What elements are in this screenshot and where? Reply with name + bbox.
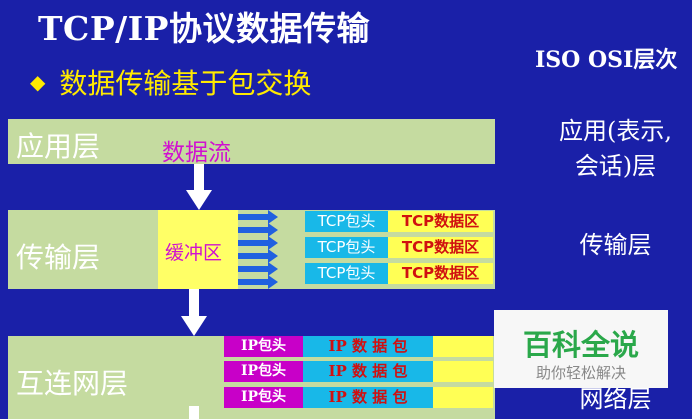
application-layer-band [8,119,495,164]
right-arrow-icon [238,210,278,224]
bullet-point: ◆ 数据传输基于包交换 [30,64,311,100]
tcp-packet-data: TCP数据区 [388,263,493,284]
buffer-label: 缓冲区 [165,242,223,264]
ip-packet-tail [433,387,493,408]
tcp-packet-head: TCP包头 [305,237,388,258]
osi-transport-label: 传输层 [579,231,652,259]
tcp-packet-data: TCP数据区 [388,237,493,258]
ip-packet-tail [433,361,493,382]
down-arrow-icon [181,289,207,336]
osi-network-label: 网络层 [579,385,652,413]
right-arrow-icon [238,249,278,263]
osi-application-label-line1: 应用(表示, [559,117,672,145]
network-layer-label: 互连网层 [16,367,129,400]
transport-layer-label: 传输层 [16,241,101,274]
watermark-logo-text: 百科全说 [522,328,639,362]
right-arrow-icon [238,223,278,237]
tcp-packet-head: TCP包头 [305,211,388,232]
right-arrow-icon [238,275,278,289]
down-arrow-icon [186,164,212,210]
tcp-packet-head: TCP包头 [305,263,388,284]
application-layer-label: 应用层 [16,130,101,163]
ip-packet-head: IP包头 [224,387,303,408]
data-stream-label: 数据流 [162,140,231,166]
right-arrow-icon [238,236,278,250]
osi-application-label-line2: 会话)层 [574,152,657,180]
tcp-packet-data: TCP数据区 [388,211,493,232]
watermark-subtitle: 助你轻松解决 [535,364,626,382]
down-arrow-icon [189,406,199,419]
bullet-text: 数据传输基于包交换 [59,67,312,100]
ip-packet-head: IP包头 [224,336,303,357]
ip-packet-data: IP 数 据 包 [303,387,433,408]
buffer-arrows-group [238,210,278,289]
diamond-bullet-icon: ◆ [30,70,46,94]
slide-title: TCP/IP协议数据传输 [38,9,370,48]
ip-packet-data: IP 数 据 包 [303,361,433,382]
iso-osi-header: ISO OSI层次 [535,47,678,73]
right-arrow-icon [238,262,278,276]
buffer-box [158,210,238,289]
ip-packet-tail [433,336,493,357]
ip-packet-head: IP包头 [224,361,303,382]
ip-packet-data: IP 数 据 包 [303,336,433,357]
watermark-box [494,310,668,388]
